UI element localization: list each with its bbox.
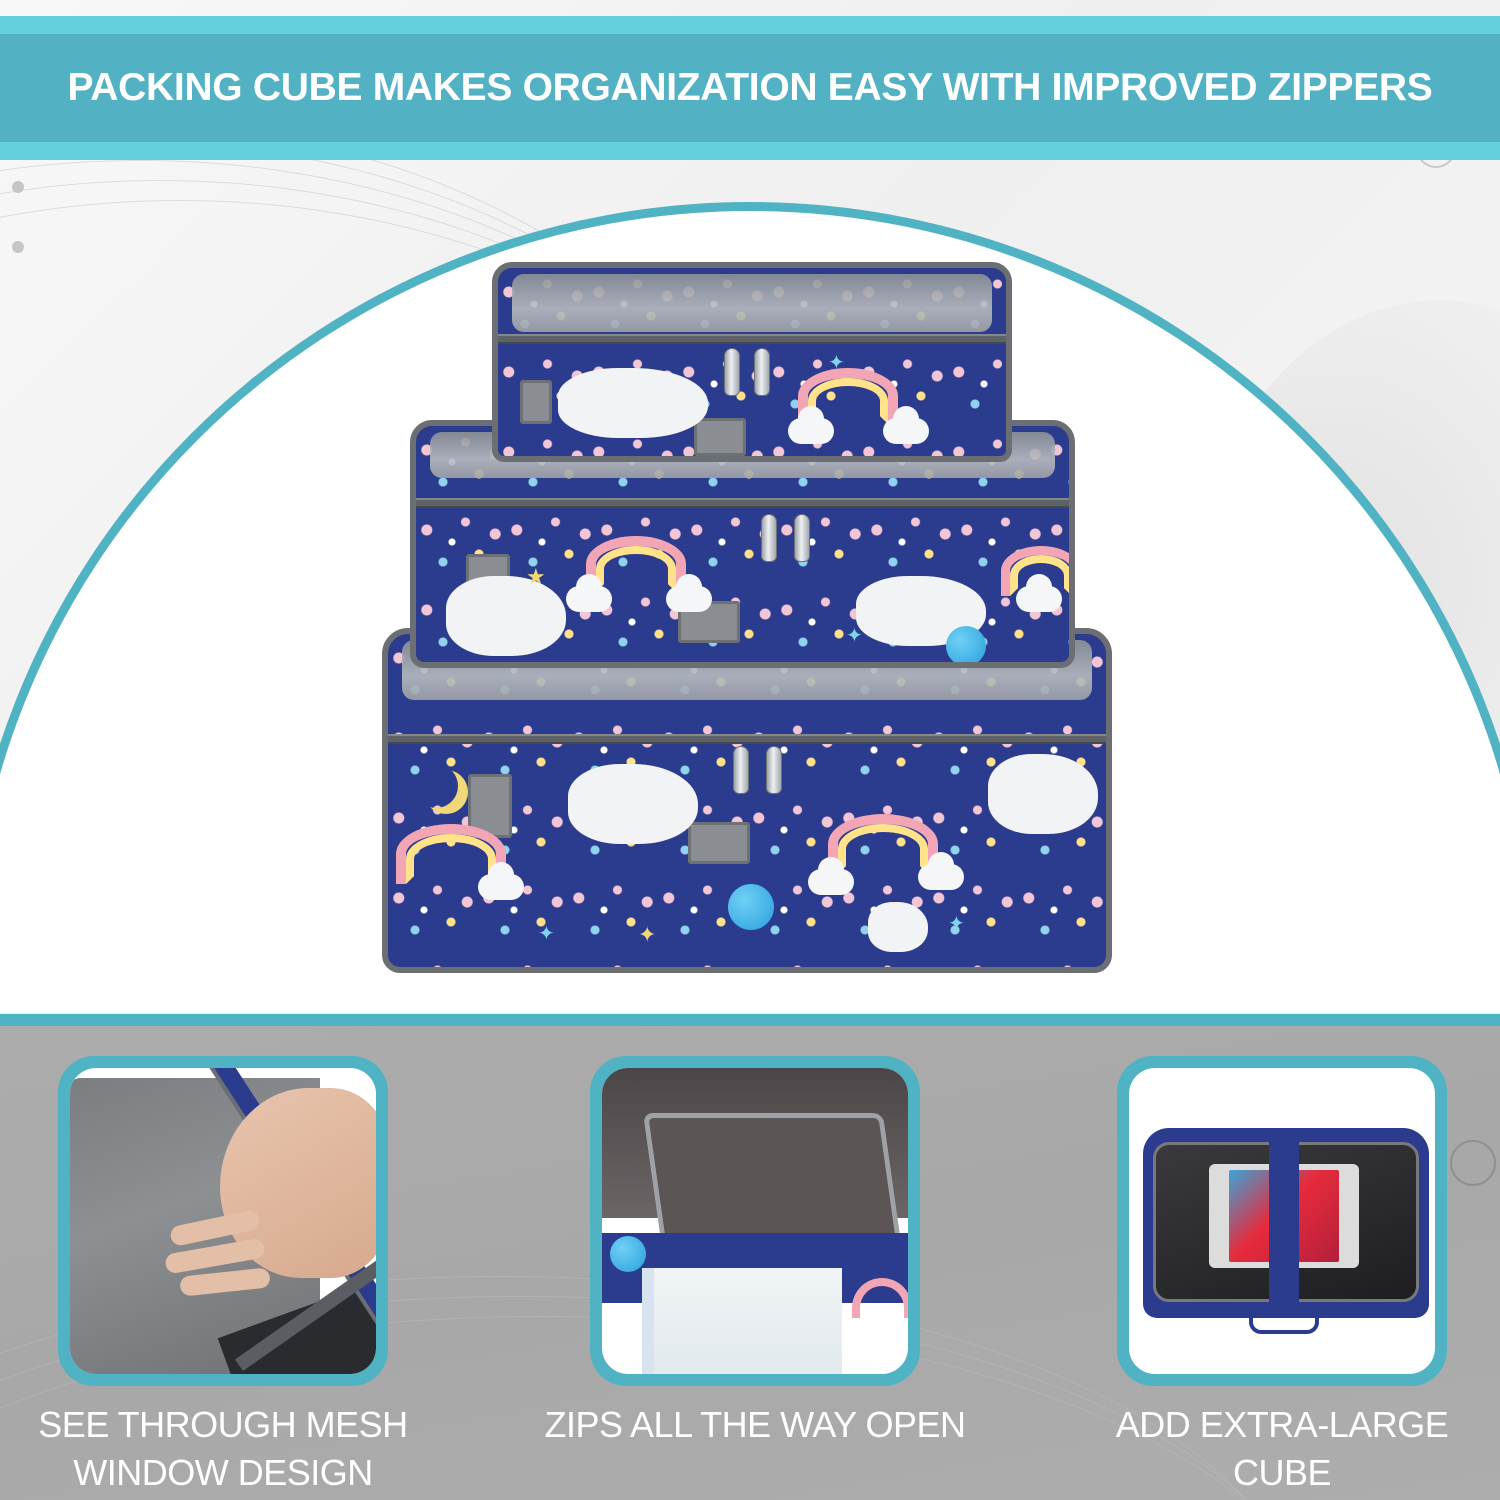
rainbow-print: [828, 814, 938, 874]
star-print: ✦: [638, 922, 657, 947]
unicorn-print: [868, 902, 928, 952]
feature-image-zips-open: [602, 1068, 908, 1374]
star-print: ★: [526, 564, 546, 589]
unicorn-print: [988, 754, 1098, 834]
decorative-ring: [1450, 1140, 1496, 1186]
rainbow-print: [798, 368, 898, 424]
decorative-dot: [12, 241, 24, 253]
large-packing-cube: ✦ ✦ ✦: [382, 628, 1112, 973]
feature-image-extra-large: [1129, 1068, 1435, 1374]
sparkle-print: ✦: [948, 913, 965, 935]
zipper-pull: [733, 746, 749, 794]
feature-caption-line: WINDOW DESIGN: [73, 1452, 373, 1493]
unicorn-print: [558, 368, 708, 438]
sparkle-print: ✦: [828, 352, 845, 374]
product-image-stacked-cubes: ✦ ✦ ✦ ★ ✦ ✦: [382, 262, 1112, 973]
header-banner: PACKING CUBE MAKES ORGANIZATION EASY WIT…: [0, 16, 1500, 160]
cloud-print: [478, 862, 524, 900]
header-banner-inner: PACKING CUBE MAKES ORGANIZATION EASY WIT…: [0, 34, 1500, 142]
feature-caption: ADD EXTRA-LARGE CUBE: [1037, 1401, 1500, 1497]
feature-card-extra-large: ADD EXTRA-LARGE CUBE: [1116, 1056, 1449, 1493]
planet-print: [610, 1236, 646, 1272]
zipper-pull: [724, 348, 740, 396]
cloud-print: [666, 574, 712, 612]
feature-caption: SEE THROUGH MESH WINDOW DESIGN: [0, 1401, 468, 1497]
planet-print: [946, 626, 986, 662]
mesh-window: [512, 274, 992, 332]
medium-packing-cube: ★ ✦: [410, 420, 1075, 668]
rainbow-print: [852, 1278, 908, 1318]
rainbow-print: [586, 536, 686, 592]
feature-caption-line: CUBE: [1232, 1452, 1332, 1493]
feature-image-frame: [58, 1056, 388, 1386]
unicorn-print: [446, 576, 566, 656]
rainbow-print: [396, 824, 506, 884]
unicorn-print: [568, 764, 698, 844]
cloud-print: [788, 406, 834, 444]
cloud-print: [1016, 574, 1062, 612]
cloud-print: [808, 857, 854, 895]
planet-print: [728, 884, 774, 930]
cloud-print: [883, 406, 929, 444]
zipper-pull: [754, 348, 770, 396]
velcro-tab: [520, 380, 552, 424]
zipper-pull: [766, 746, 782, 794]
moon-print: [414, 764, 458, 808]
section-divider: [0, 1012, 1500, 1026]
cloud-print: [566, 574, 612, 612]
feature-image-mesh-window: [70, 1068, 376, 1374]
zipper-track: [416, 498, 1069, 508]
rainbow-print: [1001, 546, 1069, 596]
fabric-strip: [1269, 1128, 1299, 1318]
zipper-pull: [794, 514, 810, 562]
page-title: PACKING CUBE MAKES ORGANIZATION EASY WIT…: [67, 66, 1433, 109]
zipper-pull: [761, 514, 777, 562]
feature-caption-line: SEE THROUGH MESH: [38, 1404, 408, 1445]
feature-image-frame: [590, 1056, 920, 1386]
sparkle-print: ✦: [846, 625, 863, 647]
small-packing-cube: ✦: [492, 262, 1012, 462]
feature-card-mesh-window: SEE THROUGH MESH WINDOW DESIGN: [38, 1056, 408, 1493]
features-panel: SEE THROUGH MESH WINDOW DESIGN ZIPS ALL …: [0, 1026, 1500, 1500]
velcro-tab: [688, 822, 750, 864]
sparkle-print: ✦: [538, 923, 555, 945]
feature-caption: ZIPS ALL THE WAY OPEN: [510, 1401, 1000, 1449]
open-lid: [642, 1268, 842, 1374]
inner-frame: [642, 1113, 902, 1243]
zipper-track: [498, 334, 1006, 344]
feature-card-zips-open: ZIPS ALL THE WAY OPEN: [545, 1056, 966, 1445]
feature-caption-line: ADD EXTRA-LARGE: [1115, 1404, 1449, 1445]
feature-image-frame: [1117, 1056, 1447, 1386]
carry-handle: [1249, 1318, 1319, 1334]
cloud-print: [918, 852, 964, 890]
feature-caption-line: ZIPS ALL THE WAY OPEN: [544, 1404, 966, 1445]
velcro-tab: [694, 418, 746, 456]
decorative-dot: [12, 181, 24, 193]
zipper-track: [388, 734, 1106, 744]
